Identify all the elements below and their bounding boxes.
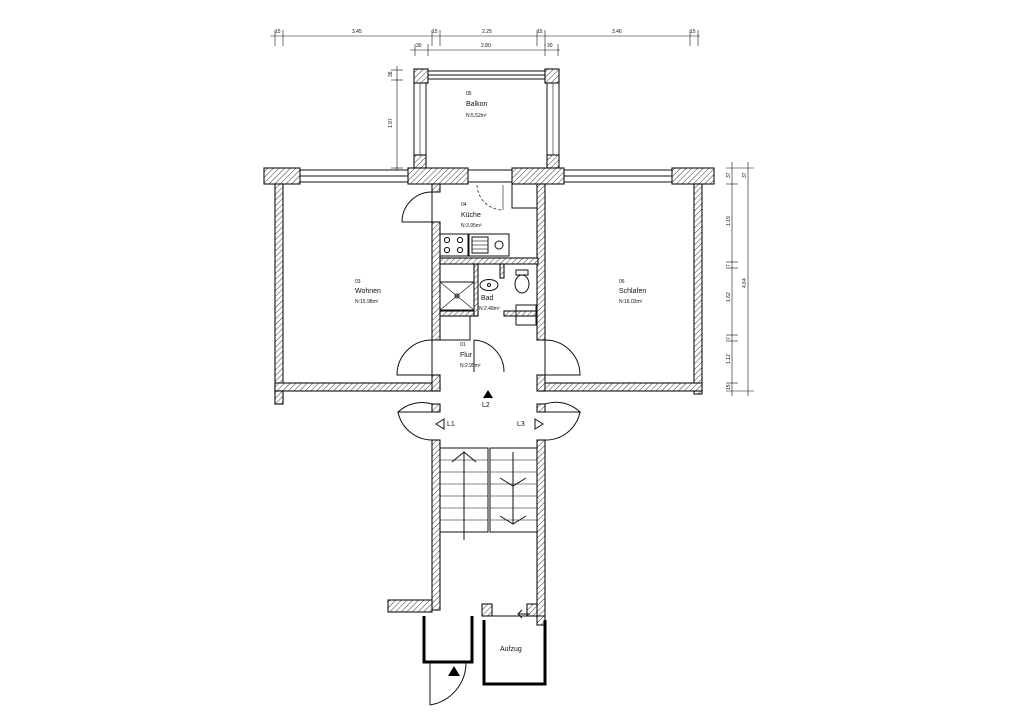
exterior-walls [263,167,715,405]
balcony-width-dimension: 30 2.80 30 [410,43,560,56]
room-kueche-name: Küche [461,212,481,219]
dim-top-2: 3.45 [352,29,362,35]
room-flur-name: Flur [460,352,473,359]
label-l2: L2 [482,402,490,409]
room-flur-area: N:2.95m² [460,363,481,369]
dim-balcony-top: 38 [388,71,394,77]
marker-l1-icon [435,418,445,430]
staircase [431,439,546,626]
dim-right-7: 15 [726,384,732,390]
room-bad-name: Bad [481,295,494,302]
bath-fixtures [439,269,537,341]
dim-top-1: 15 [275,29,281,35]
room-labels: 05 Balkon N:5.52m² 04 Küche N:3.95m² 03 … [355,91,646,653]
room-kueche-number: 04 [461,202,467,208]
dim-top-6: 3.46 [612,29,622,35]
dim-balcony-mid: 2.80 [481,43,491,49]
room-balkon-area: N:5.52m² [466,113,487,119]
dim-top-5: 15 [537,29,543,35]
dim-balcony-main: 1.97 [388,118,394,128]
marker-l3-icon [534,418,544,430]
dim-right-1: 37 [726,172,732,178]
balcony-depth-dimension: 38 1.97 [388,66,403,170]
label-aufzug: Aufzug [500,646,522,653]
room-kueche-area: N:3.95m² [461,223,482,229]
room-wohnen-area: N:15.98m² [355,299,379,305]
room-schlafen-area: N:16.03m² [619,299,643,305]
room-bad-area: N:2.48m² [479,306,500,312]
dim-right-5: 7 [726,337,732,340]
dim-right-4: 1.62 [726,292,732,302]
dim-top-7: 15 [690,29,696,35]
label-l3: L3 [517,421,525,428]
dim-balcony-left: 30 [416,43,422,49]
doors [396,191,582,441]
interior-walls [431,183,546,413]
dim-balcony-right: 30 [547,43,553,49]
dim-top-4: 2.25 [482,29,492,35]
room-balkon-number: 05 [466,91,472,97]
dim-top-3: 15 [432,29,438,35]
corridor-markers [435,390,544,430]
dim-right-3: 7 [726,264,732,267]
kitchen-fixtures [439,183,538,257]
room-wohnen-number: 03 [355,279,361,285]
entrance-elevator [387,599,547,706]
right-dimension-line: 37 1.19 7 1.62 7 1.12 15 37 4.64 [726,162,754,396]
room-balkon-name: Balkon [466,101,488,108]
room-schlafen-number: 06 [619,279,625,285]
dim-right-2: 1.19 [726,216,732,226]
room-flur-number: 01 [460,342,466,348]
label-l1: L1 [447,421,455,428]
top-dimension-line: 15 3.45 15 2.25 15 3.46 15 [270,29,700,46]
room-schlafen-name: Schlafen [619,288,646,295]
dim-right-top-total: 37 [742,172,748,178]
room-wohnen-name: Wohnen [355,288,381,295]
dim-right-total: 4.64 [742,278,748,288]
dim-right-6: 1.12 [726,354,732,364]
marker-l2-icon [483,390,493,398]
